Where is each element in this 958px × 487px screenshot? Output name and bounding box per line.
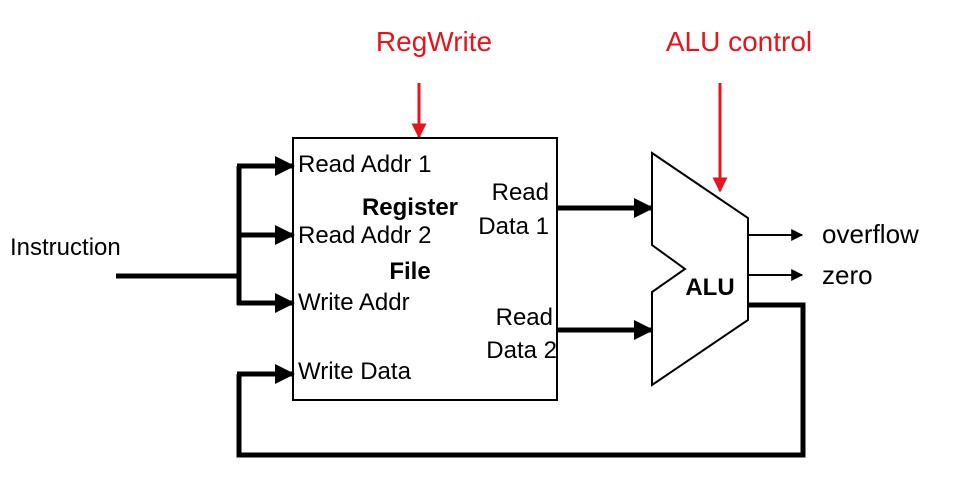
- alu-result-feedback-wire: [236, 302, 806, 458]
- read-addr-2-port: Read Addr 2: [298, 222, 431, 249]
- register-file-block: [292, 137, 558, 401]
- zero-label: zero: [822, 260, 873, 290]
- overflow-label: overflow: [822, 219, 919, 249]
- instruction-label: Instruction: [10, 234, 121, 261]
- register-title: Register: [362, 194, 458, 221]
- read-addr-1-port: Read Addr 1: [298, 151, 431, 178]
- read-data-1-port-line1: Read: [492, 179, 549, 206]
- write-addr-port: Write Addr: [298, 289, 410, 316]
- file-title: File: [389, 258, 430, 285]
- read-data-2-port-line2: Data 2: [486, 337, 557, 364]
- regwrite-label: RegWrite: [376, 26, 492, 57]
- read-data-2-port-line1: Read: [496, 304, 553, 331]
- alu-block: [651, 151, 749, 387]
- read-data-1-port-line2: Data 1: [478, 213, 549, 240]
- alu-control-label: ALU control: [666, 26, 812, 57]
- alu-label: ALU: [685, 274, 734, 301]
- write-data-port: Write Data: [298, 358, 412, 385]
